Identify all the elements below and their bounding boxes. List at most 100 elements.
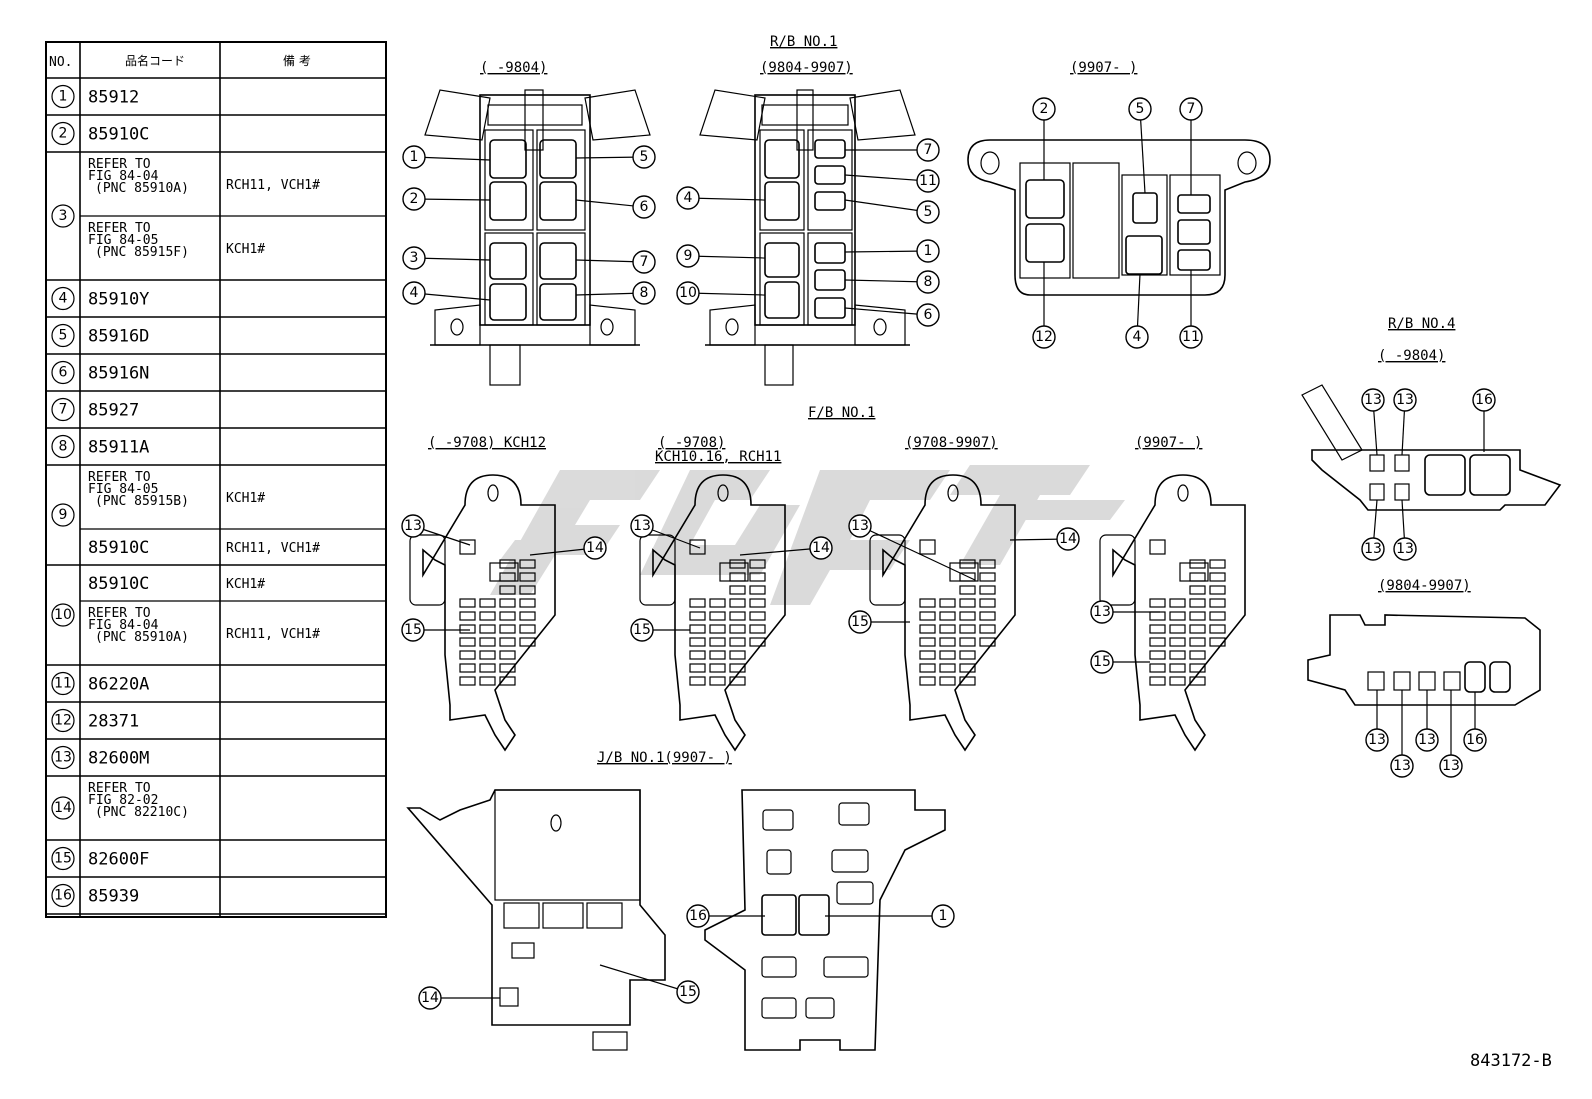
fb1-variant-c-block <box>869 474 1016 752</box>
callout-13: 13 <box>1439 690 1463 778</box>
callout-circle <box>632 195 656 219</box>
fb1-variant-d-label: (9907- ) <box>1135 435 1202 451</box>
callout-3: 3 <box>402 246 491 270</box>
row-number: 13 <box>54 750 72 766</box>
callout-circle <box>1361 537 1385 561</box>
callout-number: 7 <box>924 142 933 158</box>
callout-11: 11 <box>1179 270 1203 349</box>
rb4-variant-b-label: (9804-9907) <box>1378 578 1471 594</box>
callout-12: 12 <box>1032 262 1056 349</box>
callout-number: 14 <box>586 540 604 556</box>
row-number: 10 <box>54 607 72 623</box>
table-row: 8 85911A <box>46 434 386 466</box>
callout-4: 4 <box>676 186 766 210</box>
fb1-variant-c-label: (9708-9907) <box>905 435 998 451</box>
callout-number: 16 <box>689 908 707 924</box>
callout-circle <box>402 281 426 305</box>
callout-number: 13 <box>1093 604 1111 620</box>
row-number: 8 <box>59 439 68 455</box>
fb1-drawings <box>409 474 1246 752</box>
callout-6: 6 <box>844 303 940 327</box>
callout-circle <box>1390 754 1414 778</box>
part-note: KCH1# <box>226 577 265 592</box>
row-number: 5 <box>59 328 68 344</box>
callout-7: 7 <box>1179 97 1203 195</box>
callout-1: 1 <box>844 239 940 263</box>
callout-circle <box>809 536 833 560</box>
part-note: KCH1# <box>226 242 265 257</box>
rb4-variant-b-drawing <box>1307 614 1541 706</box>
callout-circle <box>676 186 700 210</box>
jb1-left-drawing <box>406 789 666 1051</box>
rb4-variant-a-label: ( -9804) <box>1378 348 1445 364</box>
callout-number: 15 <box>851 614 869 630</box>
row-number-circle <box>51 796 75 820</box>
callout-number: 3 <box>410 250 419 266</box>
callout-circle <box>1032 325 1056 349</box>
row-number: 4 <box>59 291 68 307</box>
figure-id: 843172-B <box>1470 1051 1552 1071</box>
leader-line <box>413 292 491 301</box>
callout-circle <box>1393 537 1417 561</box>
leader-line <box>739 547 822 556</box>
rb1-variant-b-label: (9804-9907) <box>760 60 853 76</box>
callout-16: 16 <box>686 904 765 928</box>
callout-13: 13 <box>630 514 701 549</box>
leader-line <box>413 198 491 201</box>
callout-number: 15 <box>633 622 651 638</box>
callout-number: 1 <box>924 243 933 259</box>
callout-circle <box>401 618 425 642</box>
callout-circle <box>1415 728 1439 752</box>
callout-16: 16 <box>1472 388 1496 452</box>
callout-circle <box>848 514 872 538</box>
callout-circle <box>1125 325 1149 349</box>
callout-number: 13 <box>1368 732 1386 748</box>
callout-15: 15 <box>401 618 470 642</box>
callout-number: 15 <box>404 622 422 638</box>
row-number-circle <box>51 121 75 146</box>
callout-number: 12 <box>1035 329 1053 345</box>
callout-13: 13 <box>1361 499 1385 561</box>
callout-number: 7 <box>1187 101 1196 117</box>
callout-number: 5 <box>1136 101 1145 117</box>
callout-circle <box>1393 388 1417 412</box>
callout-13: 13 <box>1393 388 1417 456</box>
callout-circle <box>916 138 940 162</box>
callout-number: 5 <box>640 149 649 165</box>
callout-4: 4 <box>1125 273 1149 349</box>
row-number: 11 <box>54 676 72 692</box>
callout-number: 11 <box>919 173 937 189</box>
leader-line <box>844 279 929 283</box>
callout-13: 13 <box>1361 388 1385 456</box>
leader-line <box>844 174 929 182</box>
row-number: 6 <box>59 365 68 381</box>
callout-13: 13 <box>1390 690 1414 778</box>
callout-circle <box>402 246 426 270</box>
leader-line <box>599 964 689 993</box>
callout-circle <box>1179 325 1203 349</box>
callout-circle <box>1179 97 1203 121</box>
part-note: RCH11, VCH1# <box>226 178 320 193</box>
callout-number: 13 <box>1364 392 1382 408</box>
callout-number: 1 <box>939 908 948 924</box>
callout-circle <box>916 169 940 193</box>
callout-circle <box>1090 600 1114 624</box>
row-number-circle <box>51 397 75 422</box>
callout-number: 13 <box>1364 541 1382 557</box>
callout-13: 13 <box>1365 690 1389 752</box>
callout-number: 14 <box>421 990 439 1006</box>
callout-number: 15 <box>679 984 697 1000</box>
part-code: 85911A <box>88 438 149 458</box>
callout-number: 4 <box>1133 329 1142 345</box>
callout-number: 11 <box>1182 329 1200 345</box>
callout-circle <box>848 610 872 634</box>
callout-circle <box>1365 728 1389 752</box>
